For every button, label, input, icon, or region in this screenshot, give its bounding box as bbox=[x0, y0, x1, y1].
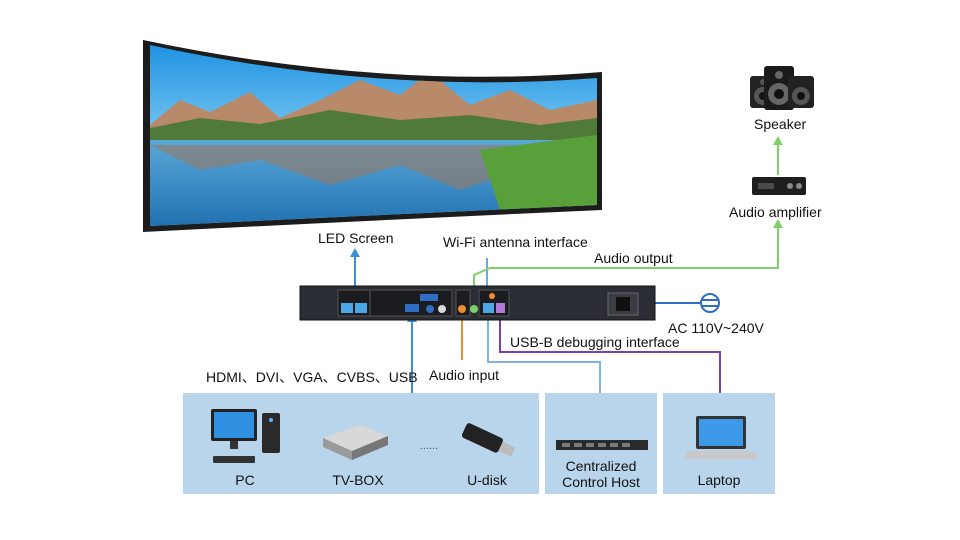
speaker-label: Speaker bbox=[754, 116, 807, 132]
inputs-label: HDMI、DVI、VGA、CVBS、USB bbox=[206, 369, 418, 385]
audio-input-label: Audio input bbox=[429, 367, 500, 383]
line-control-host bbox=[487, 318, 601, 393]
line-audio-output bbox=[473, 226, 779, 290]
control-host-line2: Control Host bbox=[562, 474, 640, 490]
audio-amplifier-label: Audio amplifier bbox=[729, 204, 822, 220]
arrow-led-screen bbox=[350, 248, 360, 257]
control-host-label: Centralized Control Host bbox=[545, 458, 657, 490]
ellipsis: ...... bbox=[419, 440, 439, 452]
tv-box-label: TV-BOX bbox=[332, 472, 384, 488]
led-screen-label: LED Screen bbox=[318, 230, 394, 246]
usb-b-label: USB-B debugging interface bbox=[510, 334, 680, 350]
arrow-speaker bbox=[773, 136, 783, 145]
ac-power-label: AC 110V~240V bbox=[668, 320, 764, 336]
laptop-label: Laptop bbox=[697, 472, 741, 488]
arrow-amplifier bbox=[773, 219, 783, 228]
control-host-line1: Centralized bbox=[565, 458, 637, 474]
wifi-antenna-label: Wi-Fi antenna interface bbox=[443, 234, 588, 250]
line-laptop bbox=[499, 318, 721, 393]
audio-output-label: Audio output bbox=[594, 250, 673, 266]
pc-label: PC bbox=[235, 472, 255, 488]
u-disk-label: U-disk bbox=[467, 472, 507, 488]
